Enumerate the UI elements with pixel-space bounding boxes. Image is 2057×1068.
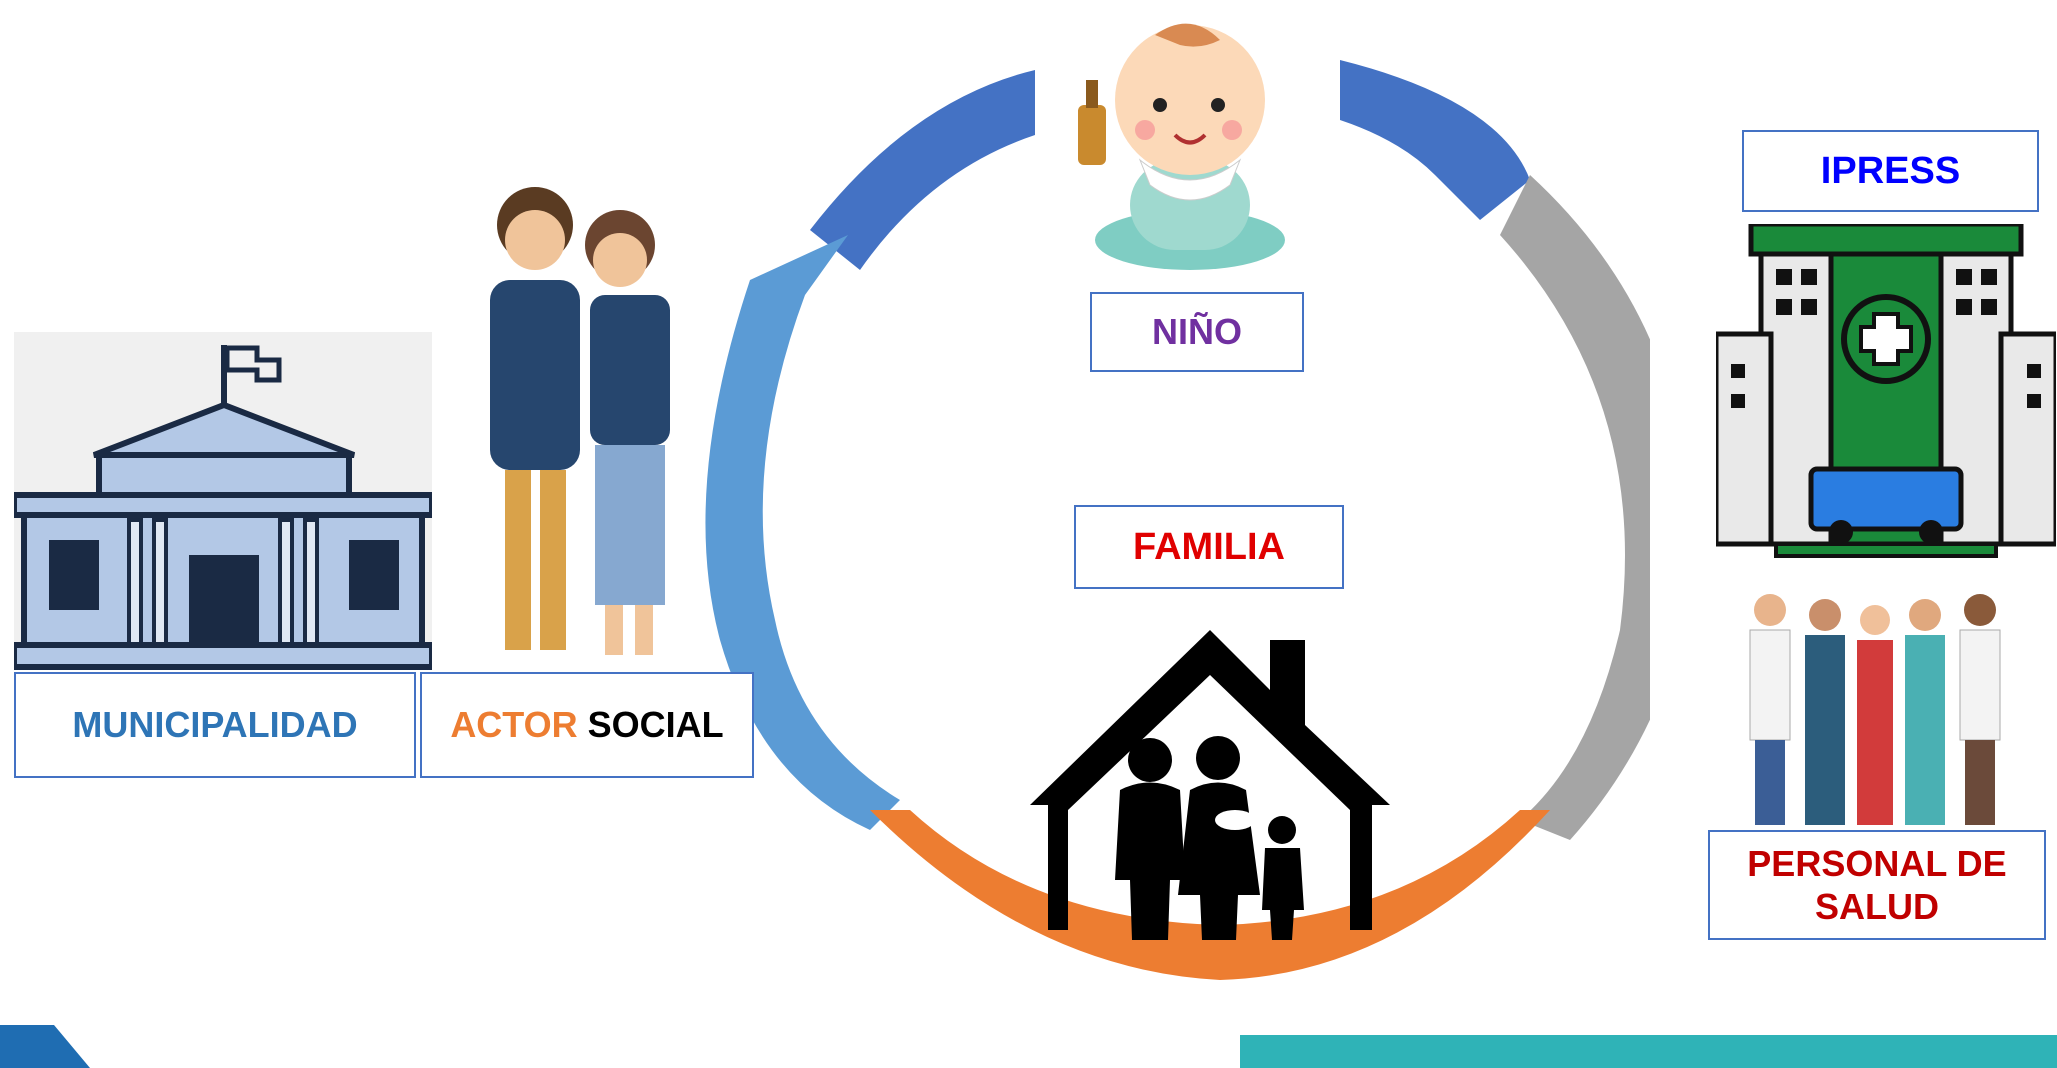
hospital-icon [1716, 224, 2056, 558]
navy-corner [0, 1025, 90, 1068]
familia-text: FAMILIA [1133, 525, 1285, 568]
nino-text: NIÑO [1152, 311, 1242, 352]
nino-label: NIÑO [1090, 292, 1304, 372]
arc-bottom [870, 810, 1550, 980]
personal-text-line2: SALUD [1815, 886, 1939, 927]
arc-top [1340, 60, 1530, 220]
municipalidad-label: MUNICIPALIDAD [14, 672, 416, 778]
municipalidad-text: MUNICIPALIDAD [72, 704, 358, 745]
actor-social-label: ACTOR SOCIAL [420, 672, 754, 778]
actor-word: ACTOR [450, 704, 578, 745]
familia-label: FAMILIA [1074, 505, 1344, 589]
teal-band [1240, 1035, 2057, 1068]
social-word: SOCIAL [587, 704, 724, 745]
ipress-text: IPRESS [1820, 149, 1961, 192]
health-staff-icon [1749, 594, 2001, 825]
arc-right [1500, 175, 1650, 840]
municipality-building-icon [14, 345, 432, 670]
ipress-label: IPRESS [1742, 130, 2039, 212]
family-house-icon [1030, 630, 1390, 940]
personal-salud-label: PERSONAL DE SALUD [1708, 830, 2046, 940]
personal-text-line1: PERSONAL DE [1747, 842, 2007, 884]
cycle-diagram [705, 60, 1650, 980]
baby-icon [1078, 23, 1285, 270]
arc-left [705, 235, 900, 830]
social-actors-icon [490, 187, 670, 655]
arc-top-left [810, 70, 1035, 270]
